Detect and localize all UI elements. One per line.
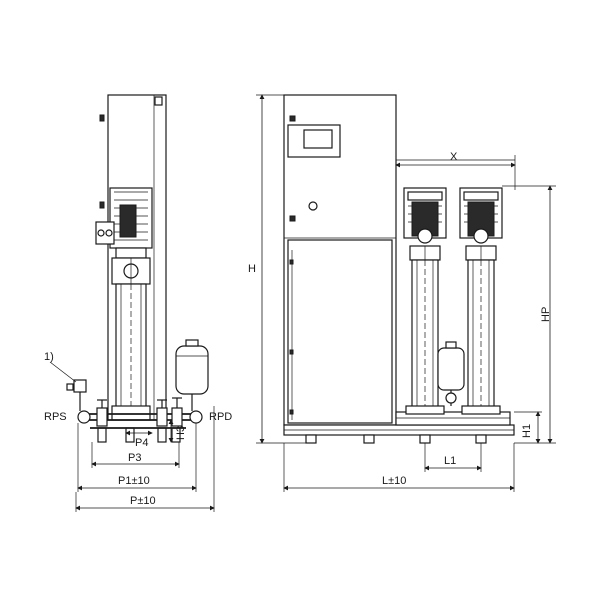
l-label: L±10 <box>382 475 406 487</box>
rps-label: RPS <box>44 411 67 423</box>
front-diaphragm-vessel <box>437 347 465 391</box>
pump-1 <box>403 187 447 415</box>
rpd-label: RPD <box>209 411 232 423</box>
p3-label: P3 <box>128 452 141 464</box>
note-label: 1) <box>44 351 54 363</box>
side-view <box>49 94 215 512</box>
front-view <box>256 94 556 492</box>
p1-label: P1±10 <box>118 475 150 487</box>
p4-label: P4 <box>135 437 148 449</box>
h3-label: H3 <box>175 426 187 440</box>
side-terminal-box <box>95 221 115 245</box>
l1-label: L1 <box>444 455 456 467</box>
x-label: X <box>450 151 458 163</box>
pump-2 <box>459 187 503 415</box>
p-label: P±10 <box>130 495 156 507</box>
side-diaphragm-vessel <box>175 345 209 395</box>
h-label: H <box>248 263 256 275</box>
h1-label: H1 <box>521 424 533 438</box>
hp-label: HP <box>540 307 552 322</box>
